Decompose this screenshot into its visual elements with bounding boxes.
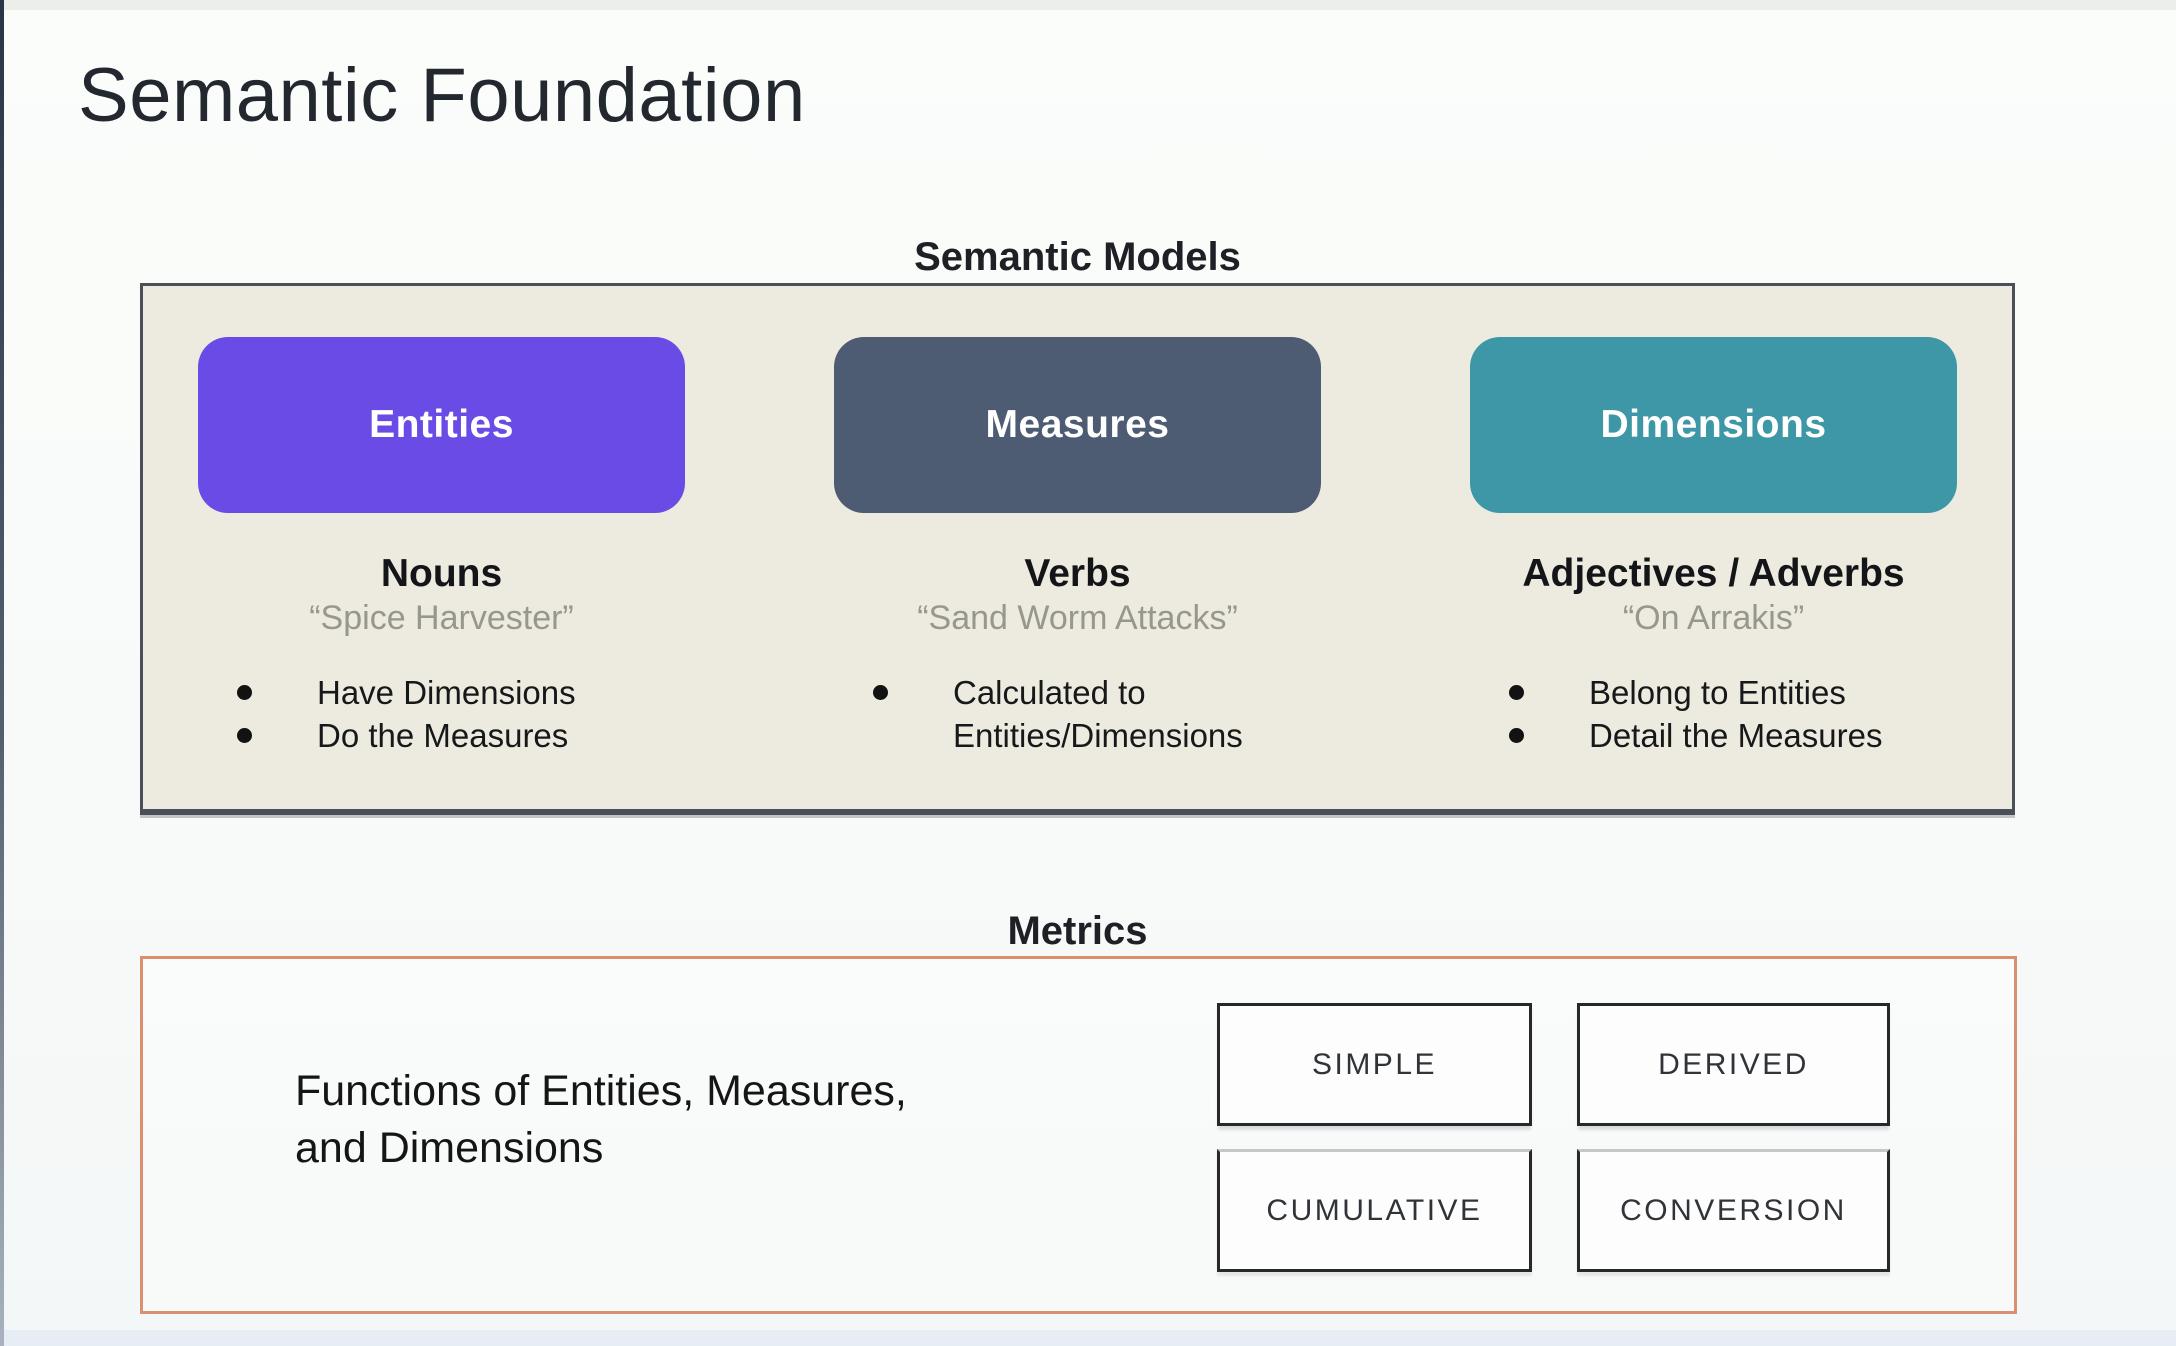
bullet-icon — [237, 685, 252, 700]
metrics-description: Functions of Entities, Measures, and Dim… — [295, 1067, 907, 1172]
measures-box: Measures — [834, 337, 1321, 513]
bullet-text: Belong to Entities — [1589, 674, 1846, 711]
metric-type-derived: DERIVED — [1577, 1003, 1890, 1126]
dimensions-box: Dimensions — [1470, 337, 1957, 513]
semantic-models-heading: Semantic Models — [914, 235, 1241, 279]
bullet-icon — [1509, 685, 1524, 700]
entities-word-type: Nouns — [380, 552, 503, 595]
bullet-icon — [1509, 728, 1524, 743]
metric-types-grid: SIMPLE DERIVED CUMULATIVE CONVERSION — [1217, 1003, 1890, 1272]
bullet-text: Calculated to Entities/Dimensions — [953, 674, 1243, 754]
entities-column: Entities Nouns “Spice Harvester” Have Di… — [198, 286, 685, 809]
bullet-text: Do the Measures — [317, 717, 569, 754]
metric-type-cumulative: CUMULATIVE — [1217, 1149, 1532, 1272]
metric-type-conversion: CONVERSION — [1577, 1149, 1890, 1272]
measures-column: Measures Verbs “Sand Worm Attacks” Calcu… — [834, 286, 1321, 809]
entities-box: Entities — [198, 337, 685, 513]
bottom-edge-strip — [0, 1330, 2176, 1346]
dimensions-bullet-list: Belong to Entities Detail the Measures — [1470, 671, 1957, 757]
metric-type-simple: SIMPLE — [1217, 1003, 1532, 1126]
list-item: Do the Measures — [237, 714, 685, 757]
dimensions-example-quote: “On Arrakis” — [1622, 599, 1805, 637]
bullet-icon — [237, 728, 252, 743]
slide-title: Semantic Foundation — [78, 53, 806, 138]
list-item: Calculated to Entities/Dimensions — [873, 671, 1321, 757]
entities-bullet-list: Have Dimensions Do the Measures — [198, 671, 685, 757]
semantic-models-panel: Entities Nouns “Spice Harvester” Have Di… — [140, 283, 2015, 815]
list-item: Detail the Measures — [1509, 714, 1957, 757]
bullet-text: Have Dimensions — [317, 674, 576, 711]
bullet-icon — [873, 685, 888, 700]
top-edge-strip — [0, 0, 2176, 10]
dimensions-column: Dimensions Adjectives / Adverbs “On Arra… — [1470, 286, 1957, 809]
measures-word-type: Verbs — [1024, 552, 1131, 595]
bullet-text: Detail the Measures — [1589, 717, 1883, 754]
dimensions-word-type: Adjectives / Adverbs — [1522, 552, 1905, 595]
list-item: Belong to Entities — [1509, 671, 1957, 714]
metrics-heading: Metrics — [1007, 909, 1148, 953]
entities-example-quote: “Spice Harvester” — [309, 599, 574, 637]
list-item: Have Dimensions — [237, 671, 685, 714]
measures-example-quote: “Sand Worm Attacks” — [917, 599, 1238, 637]
metrics-panel: Functions of Entities, Measures, and Dim… — [140, 956, 2017, 1314]
left-edge-strip — [0, 0, 4, 1346]
measures-bullet-list: Calculated to Entities/Dimensions — [834, 671, 1321, 757]
